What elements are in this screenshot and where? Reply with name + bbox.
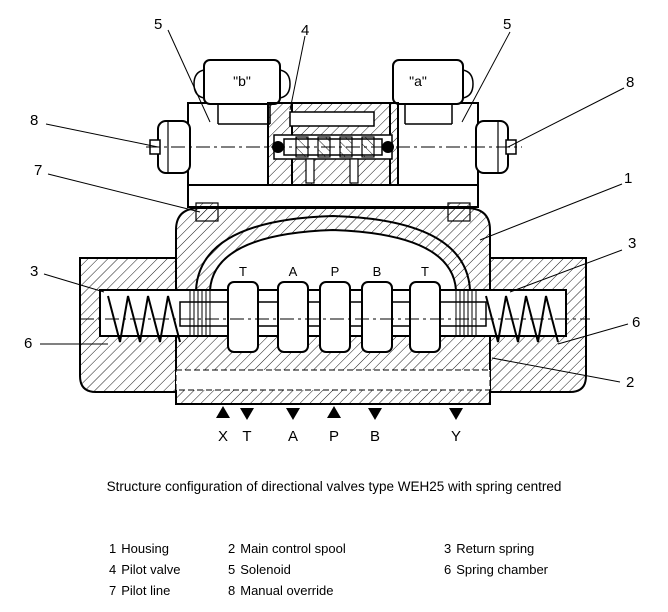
bottom-port-label: A (288, 428, 298, 445)
legend-number: 4 (109, 562, 117, 577)
diagram-caption: Structure configuration of directional v… (106, 479, 562, 494)
legend-number: 1 (109, 541, 117, 556)
callout-number: 7 (34, 162, 42, 179)
legend-item-housing: 1 Housing (109, 541, 169, 556)
spool-port-label: B (373, 264, 382, 279)
callout-number: 4 (301, 22, 309, 39)
legend-number: 2 (228, 541, 236, 556)
legend-item-solenoid: 5 Solenoid (228, 562, 291, 577)
port-arrow-up (216, 406, 230, 418)
callout-number: 5 (503, 16, 511, 33)
spool-land-2 (277, 281, 309, 353)
legend-number: 3 (444, 541, 452, 556)
legend-item-return-spring: 3 Return spring (444, 541, 534, 556)
spool-land-1 (227, 281, 259, 353)
port-arrow-down (368, 408, 382, 420)
bottom-port-label: X (218, 428, 228, 445)
callout-number: 8 (626, 74, 634, 91)
legend-number: 6 (444, 562, 452, 577)
bottom-port-label: Y (451, 428, 461, 445)
legend-number: 7 (109, 583, 117, 598)
legend-item-main-control-spool: 2 Main control spool (228, 541, 346, 556)
spool-port-label: P (331, 264, 340, 279)
bottom-ports: X T A P B Y (216, 406, 463, 445)
port-arrow-up (327, 406, 341, 418)
spool-port-label: T (239, 264, 247, 279)
legend-item-spring-chamber: 6 Spring chamber (444, 562, 548, 577)
bottom-port-label: T (242, 428, 251, 445)
spool-land-5 (409, 281, 441, 353)
callout-number: 3 (628, 235, 636, 252)
legend-number: 8 (228, 583, 236, 598)
legend-label: Main control spool (240, 541, 346, 556)
legend-item-pilot-line: 7 Pilot line (109, 583, 170, 598)
spool-port-label: A (289, 264, 298, 279)
bottom-port-label: B (370, 428, 380, 445)
legend-label: Pilot valve (121, 562, 181, 577)
callout-number: 1 (624, 170, 632, 187)
spool-land-3 (319, 281, 351, 353)
solenoid-label-a: "a" (409, 73, 427, 89)
spool-port-labels: T A P B T (239, 264, 429, 279)
main-spool (80, 281, 590, 353)
legend-label: Return spring (456, 541, 535, 556)
port-arrow-down (449, 408, 463, 420)
spool-port-label: T (421, 264, 429, 279)
solenoid-connector-right (392, 59, 464, 105)
bottom-port-label: P (329, 428, 339, 445)
legend-item-pilot-valve: 4 Pilot valve (109, 562, 180, 577)
pilot-valve-assembly (146, 59, 522, 222)
callout-number: 6 (24, 335, 32, 352)
callout-number: 3 (30, 263, 38, 280)
callout-number: 2 (626, 374, 634, 391)
legend-label: Solenoid (240, 562, 291, 577)
return-springs (107, 295, 559, 343)
port-arrow-down (240, 408, 254, 420)
solenoid-label-b: "b" (233, 73, 251, 89)
spool-land-4 (361, 281, 393, 353)
callout-number: 5 (154, 16, 162, 33)
legend-item-manual-override: 8 Manual override (228, 583, 333, 598)
legend-label: Pilot line (121, 583, 171, 598)
port-arrow-down (286, 408, 300, 420)
legend-label: Manual override (240, 583, 334, 598)
legend-label: Spring chamber (456, 562, 549, 577)
legend-number: 5 (228, 562, 236, 577)
solenoid-connector-left (203, 59, 281, 105)
legend-label: Housing (121, 541, 169, 556)
callout-number: 8 (30, 112, 38, 129)
callout-number: 6 (632, 314, 640, 331)
valve-cross-section-diagram: T A P B T "b" "a" 5 4 5 8 8 7 1 3 3 6 6 … (24, 16, 640, 445)
callouts: 5 4 5 8 8 7 1 3 3 6 6 2 (24, 16, 640, 391)
